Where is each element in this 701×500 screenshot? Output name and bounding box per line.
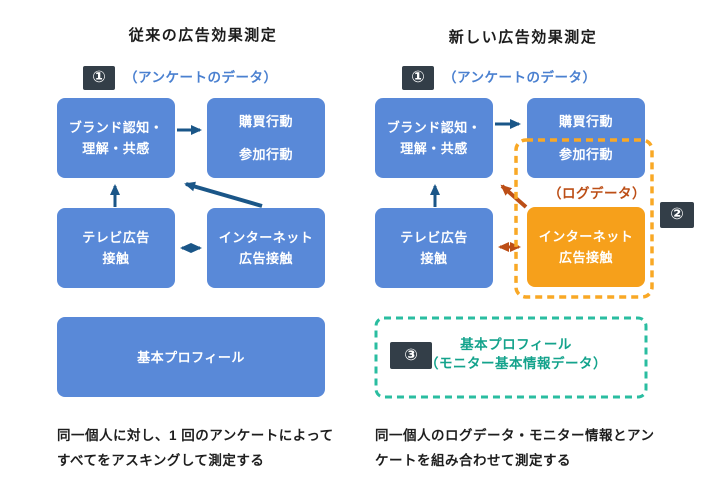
caption-line: 同一個人に対し、1 回のアンケートによって bbox=[57, 428, 334, 443]
box-label-line: 理解・共感 bbox=[400, 141, 468, 156]
box-label-line: 広告接触 bbox=[558, 250, 613, 265]
right-panel-title: 新しい広告効果測定 bbox=[448, 29, 598, 46]
right-caption: 同一個人のログデータ・モニター情報とアン ケートを組み合わせて測定する bbox=[375, 423, 697, 473]
caption-line: すべてをアスキングして測定する bbox=[57, 453, 265, 468]
box-label-line: 広告接触 bbox=[238, 251, 293, 266]
log-data-label: （ログデータ） bbox=[548, 186, 646, 201]
box-label-line: ブランド認知・ bbox=[386, 120, 482, 135]
box-label-line: 接触 bbox=[420, 251, 448, 266]
right-purchase-action-box: 購買行動 参加行動 bbox=[527, 98, 645, 178]
box-label-line: 購買行動 bbox=[238, 114, 293, 129]
left-brand-awareness-box: ブランド認知・ 理解・共感 bbox=[57, 98, 175, 178]
left-survey-data-label: （アンケートのデータ） bbox=[124, 70, 278, 85]
left-tv-ad-contact-box: テレビ広告 接触 bbox=[57, 208, 175, 288]
left-arrow-net-to-brand bbox=[184, 181, 263, 208]
right-internet-ad-contact-box: インターネット 広告接触 bbox=[527, 207, 645, 287]
right-survey-data-label: （アンケートのデータ） bbox=[443, 70, 597, 85]
box-label-line: 接触 bbox=[102, 251, 130, 266]
left-basic-profile-box: 基本プロフィール bbox=[57, 317, 325, 397]
caption-line: ケートを組み合わせて測定する bbox=[375, 453, 571, 468]
right-step2-badge: ② bbox=[660, 202, 694, 228]
box-label-line: 参加行動 bbox=[558, 147, 613, 162]
right-brand-awareness-box: ブランド認知・ 理解・共感 bbox=[375, 98, 493, 178]
caption-line: 同一個人のログデータ・モニター情報とアン bbox=[375, 428, 655, 443]
left-step1-badge: ① bbox=[83, 66, 115, 90]
box-label-line: 購買行動 bbox=[558, 114, 613, 129]
right-arrow-net-to-brand bbox=[500, 184, 528, 209]
right-step1-badge: ① bbox=[402, 66, 434, 90]
box-label-line: ブランド認知・ bbox=[68, 120, 164, 135]
box-label-line: 理解・共感 bbox=[82, 141, 150, 156]
right-tv-ad-contact-box: テレビ広告 接触 bbox=[375, 208, 493, 288]
box-label-line: テレビ広告 bbox=[82, 230, 150, 245]
left-panel-title: 従来の広告効果測定 bbox=[128, 27, 278, 44]
box-label-line: テレビ広告 bbox=[400, 230, 468, 245]
box-label-line: インターネット bbox=[538, 229, 634, 244]
left-caption: 同一個人に対し、1 回のアンケートによって すべてをアスキングして測定する bbox=[57, 423, 379, 473]
left-purchase-action-box: 購買行動 参加行動 bbox=[207, 98, 325, 178]
box-label-line: インターネット bbox=[218, 230, 314, 245]
left-internet-ad-contact-box: インターネット 広告接触 bbox=[207, 208, 325, 288]
right-basic-profile-text: 基本プロフィール （モニター基本情報データ） bbox=[386, 335, 646, 373]
box-label-line: 基本プロフィール bbox=[137, 349, 245, 365]
profile-line: （モニター基本情報データ） bbox=[425, 356, 607, 371]
profile-line: 基本プロフィール bbox=[460, 337, 572, 352]
box-label-line: 参加行動 bbox=[238, 147, 293, 162]
